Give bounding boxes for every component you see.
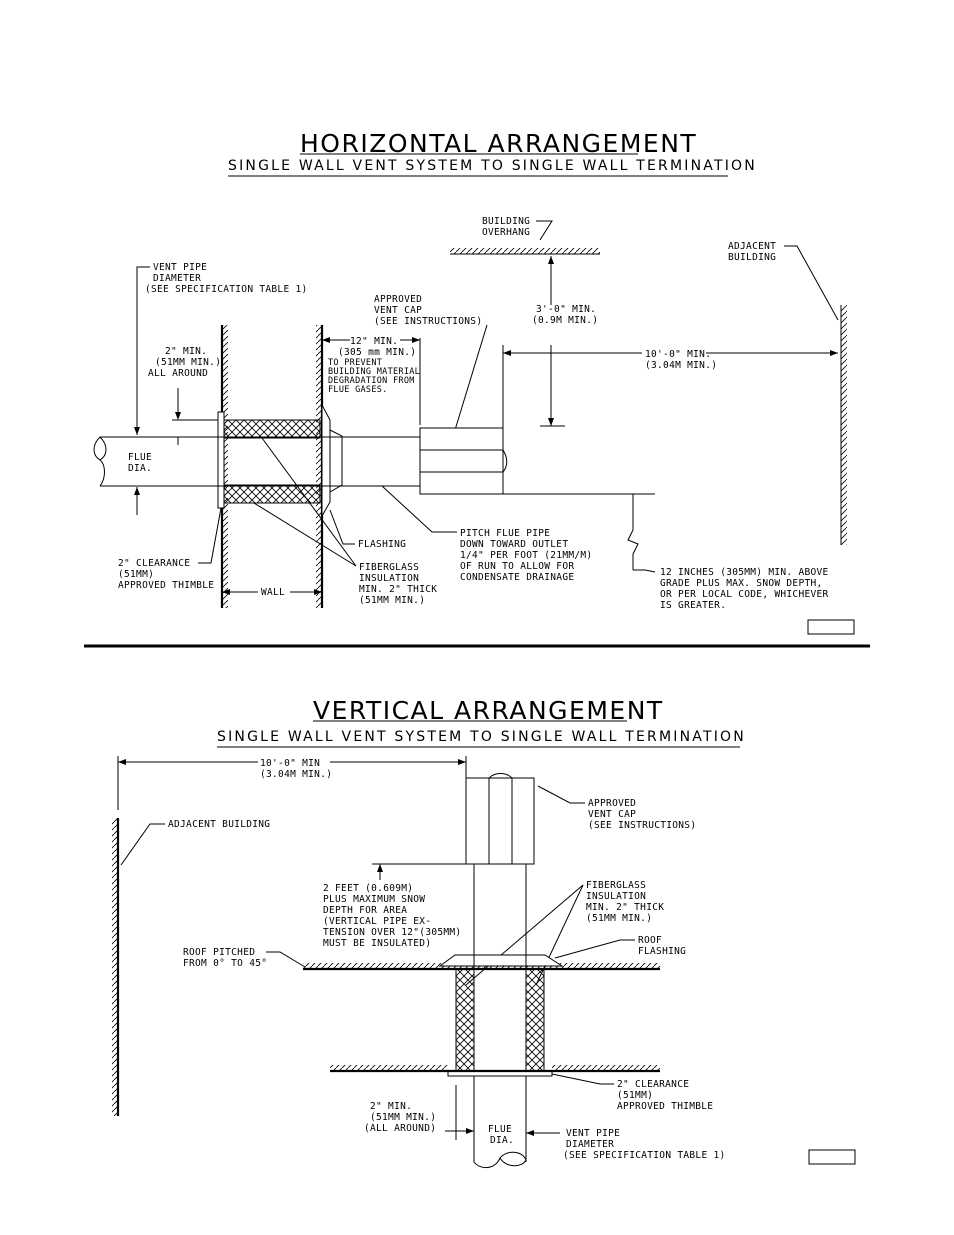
to-prevent-label: TO PREVENT BUILDING MATERIAL DEGRADATION… xyxy=(328,358,426,395)
roof-flashing xyxy=(438,954,564,967)
vent-cap-v xyxy=(465,777,535,865)
flue-dia-label-h: FLUE DIA. xyxy=(128,452,158,474)
vertical-title: VERTICAL ARRANGEMENT xyxy=(313,696,664,725)
insulation-right-v xyxy=(525,968,545,1072)
clearance-label-h: 2" CLEARANCE (51MM) APPROVED THIMBLE xyxy=(118,558,214,591)
two-feet-label: 2 FEET (0.609M) PLUS MAXIMUM SNOW DEPTH … xyxy=(323,883,467,949)
vertical-subtitle: SINGLE WALL VENT SYSTEM TO SINGLE WALL T… xyxy=(217,729,746,745)
horizontal-subtitle: SINGLE WALL VENT SYSTEM TO SINGLE WALL T… xyxy=(228,158,757,174)
roof-pitched-label: ROOF PITCHED FROM 0° TO 45° xyxy=(183,947,267,969)
ten-feet-min-label-v: 10'-0" MIN (3.04M MIN.) xyxy=(260,758,332,780)
twelve-min-label: 12" MIN. (305 mm MIN.) xyxy=(338,336,416,358)
insulation-top-h xyxy=(223,419,321,439)
flashing-label: FLASHING xyxy=(358,539,406,550)
figure-box-bottom xyxy=(808,1149,856,1165)
pitch-label: PITCH FLUE PIPE DOWN TOWARD OUTLET 1/4" … xyxy=(460,528,598,583)
approved-vent-cap-label-h: APPROVED VENT CAP (SEE INSTRUCTIONS) xyxy=(374,294,482,327)
fiberglass-label-h: FIBERGLASS INSULATION MIN. 2" THICK (51M… xyxy=(359,562,443,606)
two-min-around-label-h: 2" MIN. (51MM MIN.) ALL AROUND xyxy=(148,346,227,379)
wall-label: WALL xyxy=(261,587,285,598)
vent-pipe-diameter-label-h: VENT PIPE DIAMETER (SEE SPECIFICATION TA… xyxy=(145,262,308,295)
three-feet-min-label: 3'-0" MIN. (0.9M MIN.) xyxy=(532,304,602,326)
horizontal-title: HORIZONTAL ARRANGEMENT xyxy=(300,129,697,158)
figure-box-top xyxy=(807,619,855,635)
fiberglass-label-v: FIBERGLASS INSULATION MIN. 2" THICK (51M… xyxy=(586,880,670,924)
ten-feet-min-label-h: 10'-0" MIN. (3.04M MIN.) xyxy=(645,349,717,371)
building-overhang-label: BUILDING OVERHANG xyxy=(482,216,536,238)
flashing-h xyxy=(321,404,331,518)
roof-flashing-label: ROOF FLASHING xyxy=(638,935,686,957)
two-min-around-label-v: 2" MIN. (51MM MIN.) (ALL AROUND) xyxy=(364,1101,442,1134)
vent-pipe-diameter-label-v: VENT PIPE DIAMETER (SEE SPECIFICATION TA… xyxy=(563,1128,726,1161)
approved-vent-cap-label-v: APPROVED VENT CAP (SEE INSTRUCTIONS) xyxy=(588,798,696,831)
insulation-bottom-h xyxy=(223,484,321,504)
adjacent-building-label-h: ADJACENT BUILDING xyxy=(728,241,782,263)
twelve-inches-label: 12 INCHES (305MM) MIN. ABOVE GRADE PLUS … xyxy=(660,567,835,611)
vent-cap-h xyxy=(419,427,504,495)
flue-dia-label-v: FLUE DIA. xyxy=(488,1124,518,1146)
clearance-label-v: 2" CLEARANCE (51MM) APPROVED THIMBLE xyxy=(617,1079,713,1112)
adjacent-building-label-v: ADJACENT BUILDING xyxy=(168,819,270,830)
insulation-left-v xyxy=(455,968,475,1072)
